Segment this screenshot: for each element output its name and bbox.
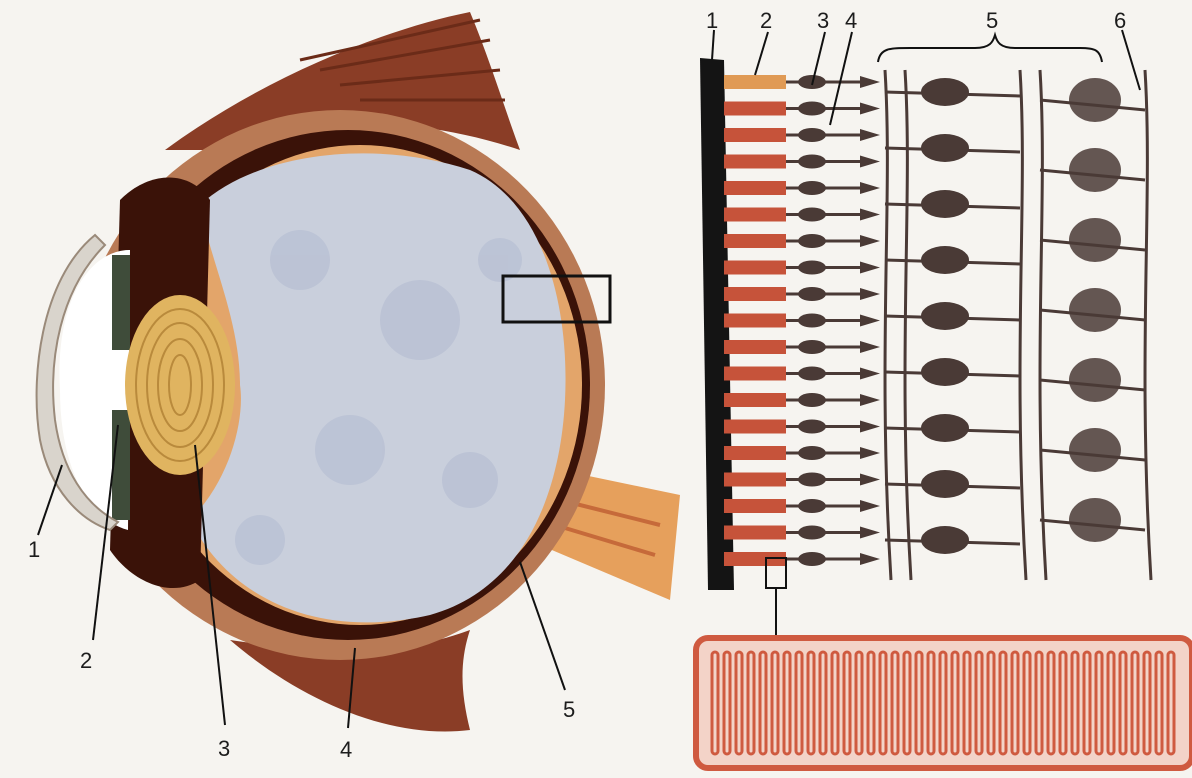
receptor-row <box>724 314 880 328</box>
receptor-row <box>724 128 880 142</box>
receptor-row <box>724 473 880 487</box>
eye-label-4: 4 <box>340 737 352 762</box>
retina-label-1: 1 <box>706 8 718 33</box>
receptor-row <box>724 446 880 460</box>
photoreceptor-discs-icon <box>696 638 1192 768</box>
receptor-row <box>724 208 880 222</box>
eye-label-3: 3 <box>218 736 230 761</box>
photoreceptor-rows <box>724 75 880 566</box>
receptor-row <box>724 287 880 301</box>
receptor-row <box>724 420 880 434</box>
receptor-row <box>724 499 880 513</box>
neuron-network <box>885 70 1151 580</box>
receptor-row <box>724 75 880 89</box>
eye-cross-section-icon: 1 2 3 4 5 <box>28 12 680 762</box>
receptor-row <box>724 234 880 248</box>
receptor-row <box>724 552 880 566</box>
retina-label-4: 4 <box>845 8 857 33</box>
iris-upper <box>112 255 130 350</box>
receptor-row <box>724 367 880 381</box>
retina-layers-icon: 1 2 3 4 5 6 <box>700 8 1151 642</box>
retina-label-5: 5 <box>986 8 998 33</box>
eye-label-5: 5 <box>563 697 575 722</box>
retina-label-3: 3 <box>817 8 829 33</box>
disc-stack-membrane <box>696 638 1192 768</box>
iris-lower <box>112 410 130 520</box>
eye-label-2: 2 <box>80 648 92 673</box>
receptor-row <box>724 155 880 169</box>
receptor-row <box>724 102 880 116</box>
eye-label-1: 1 <box>28 537 40 562</box>
receptor-row <box>724 393 880 407</box>
retina-label-6: 6 <box>1114 8 1126 33</box>
receptor-row <box>724 340 880 354</box>
retina-label-2: 2 <box>760 8 772 33</box>
label-brace <box>878 35 1102 62</box>
receptor-row <box>724 526 880 540</box>
receptor-row <box>724 261 880 275</box>
receptor-row <box>724 181 880 195</box>
